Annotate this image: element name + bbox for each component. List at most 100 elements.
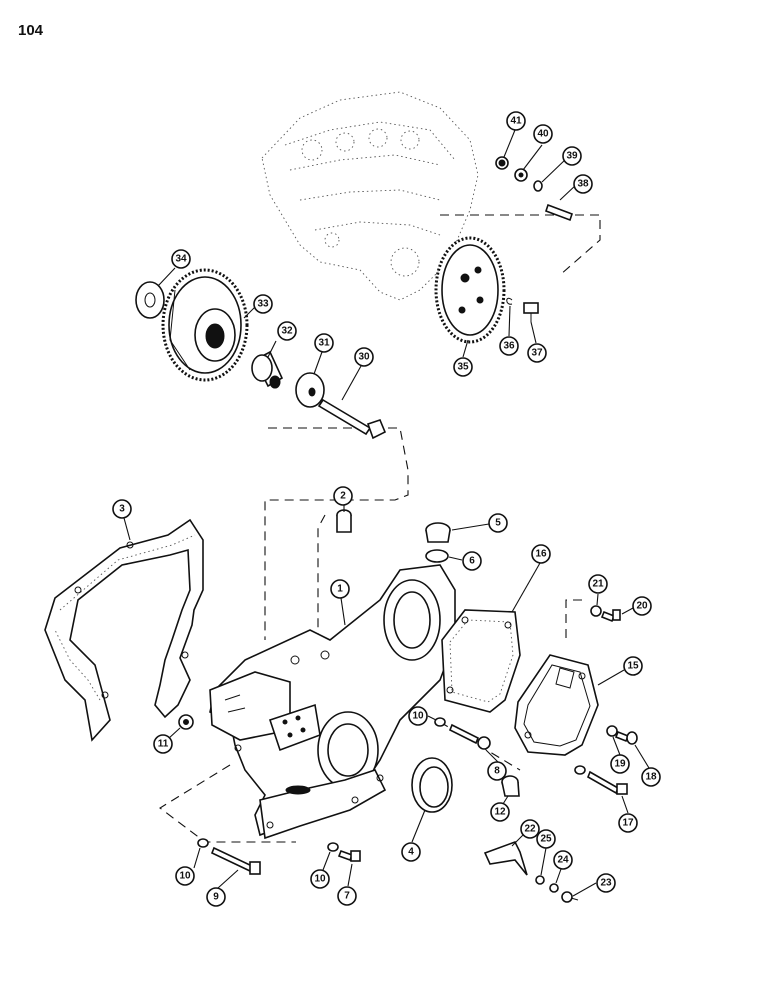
- svg-text:10: 10: [412, 711, 424, 722]
- callout-22: 22: [520, 819, 540, 839]
- short-cover-bolt: [337, 849, 361, 862]
- pointer-washer: [549, 883, 559, 893]
- cover-bolt: [448, 723, 491, 750]
- callout-15: 15: [623, 656, 643, 676]
- idler-hub: [251, 350, 284, 389]
- callout-2: 2: [333, 486, 353, 506]
- callout-18: 18: [641, 767, 661, 787]
- callout-3: 3: [112, 499, 132, 519]
- callout-4: 4: [401, 842, 421, 862]
- gear-lockwasher: [506, 297, 513, 305]
- pointer-lockwasher: [535, 875, 545, 885]
- svg-text:34: 34: [175, 254, 187, 265]
- alignment-line-bolt-8: [317, 514, 326, 640]
- callout-24: 24: [553, 850, 573, 870]
- svg-text:35: 35: [457, 362, 469, 373]
- svg-text:1: 1: [337, 584, 343, 595]
- svg-text:25: 25: [540, 834, 552, 845]
- callout-31: 31: [314, 333, 334, 353]
- svg-text:41: 41: [510, 116, 522, 127]
- pump-stud-nut-washers: [495, 156, 574, 222]
- svg-text:38: 38: [577, 179, 589, 190]
- callout-10-mid: 10: [310, 869, 330, 889]
- svg-text:40: 40: [537, 129, 549, 140]
- svg-text:9: 9: [213, 892, 219, 903]
- thrust-washer: [135, 281, 165, 319]
- callout-5: 5: [488, 513, 508, 533]
- svg-text:22: 22: [524, 824, 536, 835]
- pointer-screw: [561, 891, 579, 903]
- alignment-line-plate: [565, 599, 582, 640]
- callout-12: 12: [490, 802, 510, 822]
- callout-40: 40: [533, 124, 553, 144]
- bolt-washer: [434, 717, 446, 727]
- svg-text:3: 3: [119, 504, 125, 515]
- dowel-pin: [336, 509, 352, 533]
- callout-19: 19: [610, 754, 630, 774]
- callout-35: 35: [453, 357, 473, 377]
- plate-bolt-upper: [600, 609, 621, 623]
- svg-text:11: 11: [158, 739, 169, 750]
- callout-30: 30: [354, 347, 374, 367]
- plate-washer-upper: [590, 605, 602, 617]
- plate-washer-long: [574, 765, 586, 775]
- svg-text:5: 5: [495, 518, 501, 529]
- cover-plate-gasket: [441, 609, 521, 713]
- plate-bolt-long: [586, 770, 628, 795]
- svg-text:6: 6: [469, 556, 475, 567]
- crankshaft-seal: [411, 757, 453, 813]
- plate-bolt-lower: [614, 730, 638, 745]
- svg-text:39: 39: [566, 151, 578, 162]
- plug-gasket: [425, 549, 449, 563]
- callout-16: 16: [531, 544, 551, 564]
- callout-6: 6: [462, 551, 482, 571]
- svg-text:8: 8: [494, 766, 500, 777]
- svg-text:30: 30: [358, 352, 370, 363]
- svg-text:32: 32: [281, 326, 293, 337]
- svg-text:7: 7: [344, 891, 350, 902]
- front-cover-gasket: [44, 518, 204, 742]
- oil-filler-plug: [425, 522, 451, 543]
- callout-1: 1: [330, 579, 350, 599]
- timing-gear-housing: [209, 564, 456, 840]
- alignment-line-pump: [440, 214, 601, 276]
- svg-text:2: 2: [340, 491, 346, 502]
- svg-text:21: 21: [592, 579, 604, 590]
- svg-text:33: 33: [257, 299, 269, 310]
- callout-41: 41: [506, 111, 526, 131]
- short-bolt-washer: [327, 842, 339, 852]
- svg-text:15: 15: [627, 661, 639, 672]
- callout-25: 25: [536, 829, 556, 849]
- svg-text:18: 18: [645, 772, 657, 783]
- injection-pump-gear: [434, 236, 506, 344]
- page-number: 104: [18, 22, 44, 39]
- cover-plate: [514, 654, 599, 756]
- callout-17: 17: [618, 813, 638, 833]
- injection-pump-outline: [261, 91, 479, 301]
- svg-text:31: 31: [318, 338, 330, 349]
- callout-10-upper: 10: [408, 706, 428, 726]
- timing-pointer: [483, 841, 528, 876]
- callout-7: 7: [337, 886, 357, 906]
- cover-dowel: [501, 775, 520, 797]
- callout-21: 21: [588, 574, 608, 594]
- plate-washer-lower: [606, 725, 618, 737]
- svg-text:10: 10: [314, 874, 326, 885]
- callout-32: 32: [277, 321, 297, 341]
- callout-10-bottom: 10: [175, 866, 195, 886]
- callout-8: 8: [487, 761, 507, 781]
- svg-text:24: 24: [557, 855, 569, 866]
- svg-text:12: 12: [494, 807, 506, 818]
- callout-39: 39: [562, 146, 582, 166]
- callout-23: 23: [596, 873, 616, 893]
- callout-33: 33: [253, 294, 273, 314]
- alignment-line-bottom: [159, 764, 296, 843]
- callout-11: 11: [153, 734, 173, 754]
- svg-text:19: 19: [614, 759, 626, 770]
- idler-bolt: [317, 398, 387, 440]
- leader-lines: [123, 129, 650, 897]
- callout-37: 37: [527, 343, 547, 363]
- svg-text:37: 37: [531, 348, 543, 359]
- svg-text:20: 20: [636, 601, 648, 612]
- svg-text:4: 4: [408, 847, 414, 858]
